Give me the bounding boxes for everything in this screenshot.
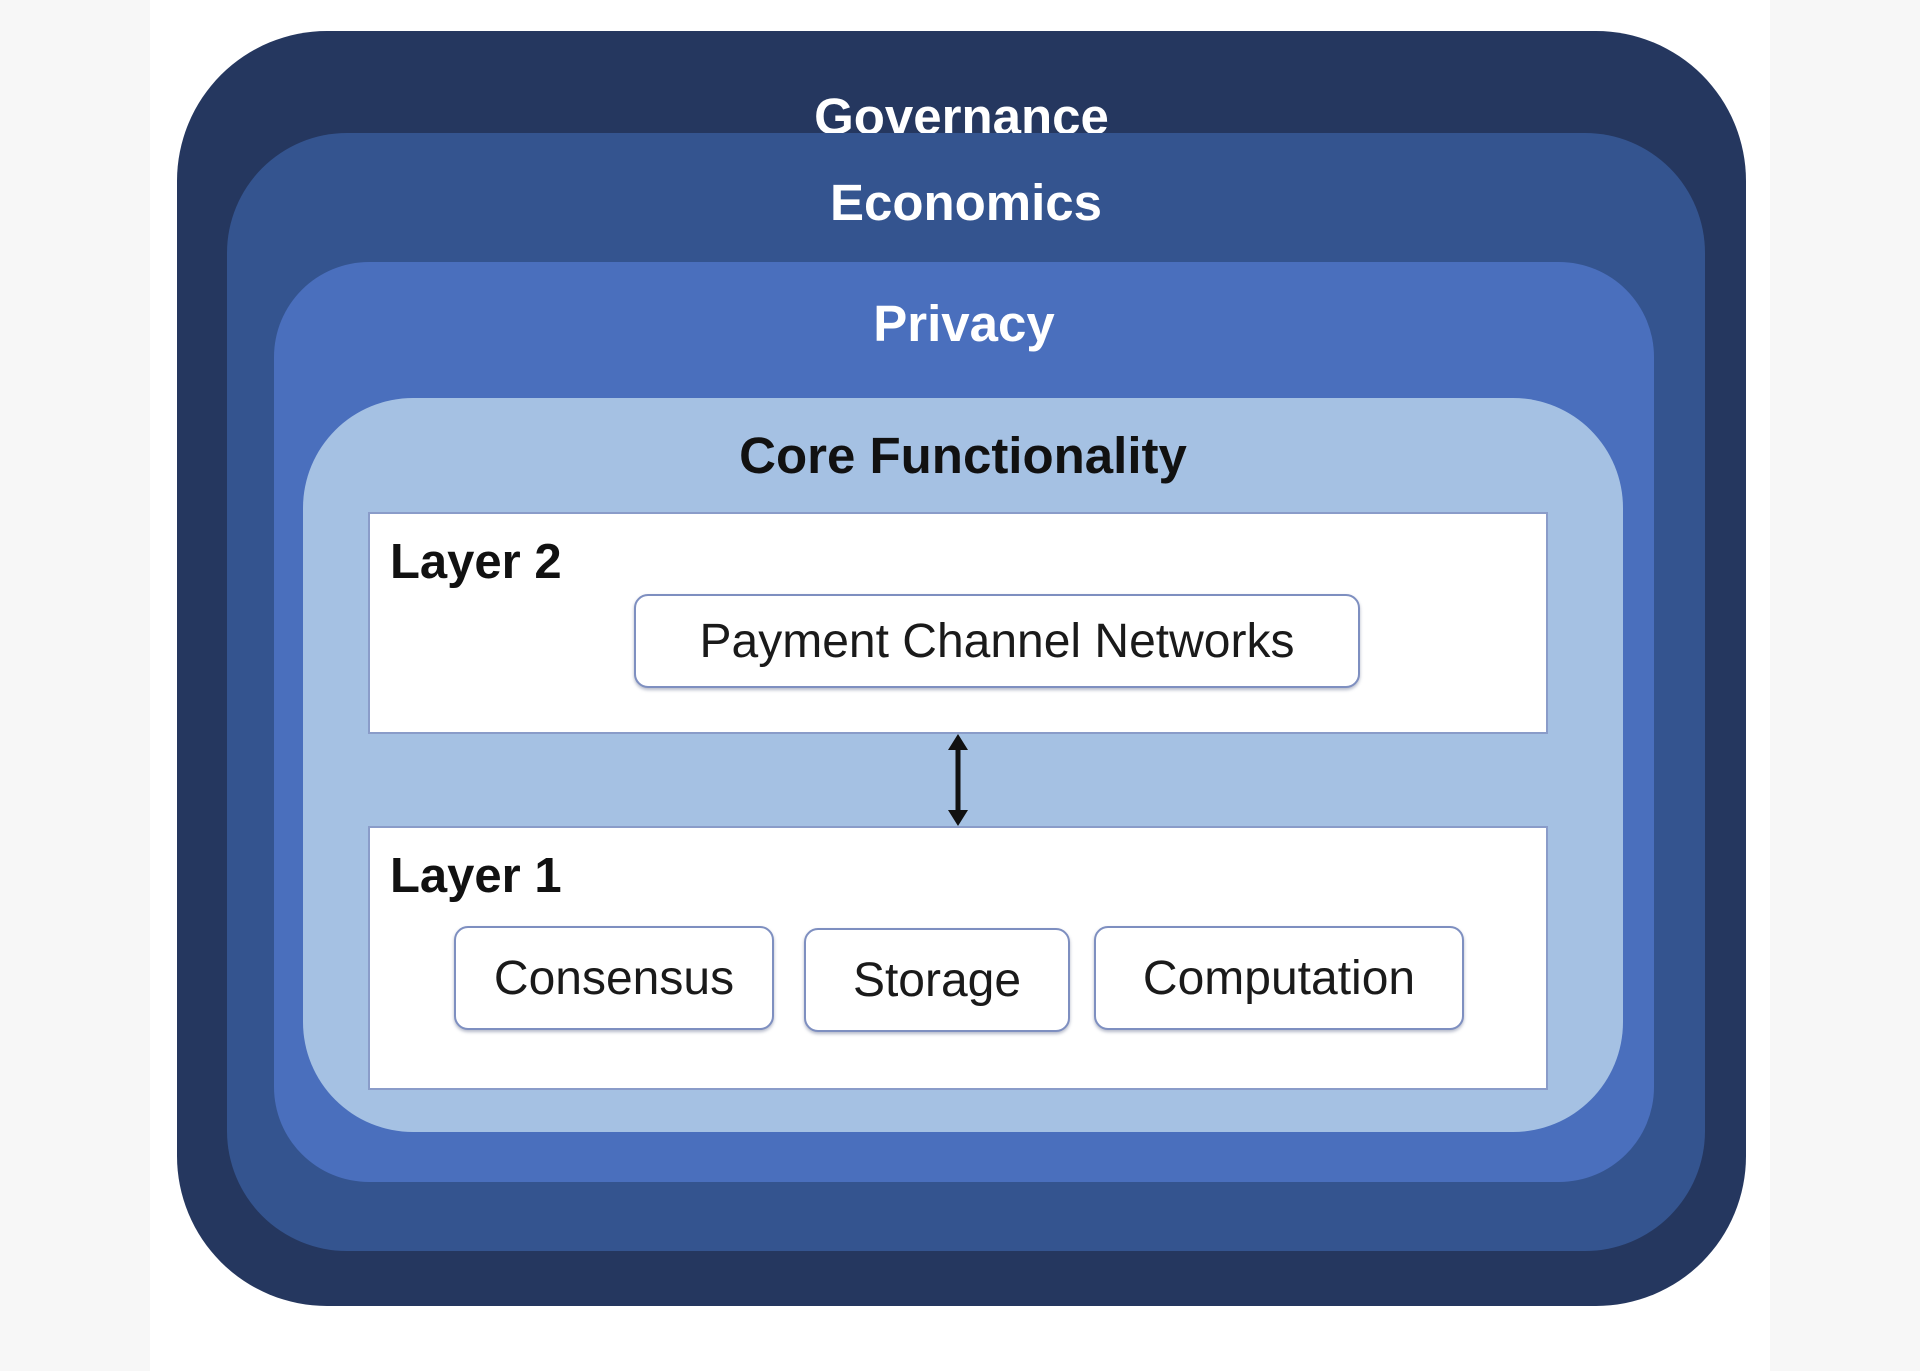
computation-box: Computation [1094, 926, 1464, 1030]
payment-channel-networks-box: Payment Channel Networks [634, 594, 1360, 688]
core-functionality-label: Core Functionality [739, 427, 1187, 484]
layer-connector-arrow [948, 734, 968, 826]
layer-1-title: Layer 1 [390, 849, 562, 903]
storage-box: Storage [804, 928, 1070, 1032]
left-margin-band [0, 0, 150, 1371]
economics-label: Economics [829, 174, 1103, 231]
layer-1-box: Layer 1 Consensus Storage Computation [368, 826, 1548, 1090]
layer-2-title: Layer 2 [390, 535, 562, 589]
layer-2-box: Layer 2 Payment Channel Networks [368, 512, 1548, 734]
privacy-label: Privacy [873, 295, 1055, 352]
arrow-head-up [948, 734, 968, 750]
arrow-head-down [948, 810, 968, 826]
consensus-box: Consensus [454, 926, 774, 1030]
right-margin-band [1770, 0, 1920, 1371]
